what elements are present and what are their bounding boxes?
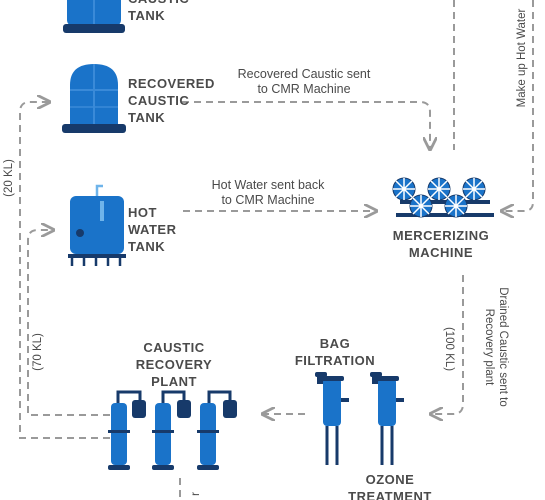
hot-water-volume-label: (70 KL) xyxy=(32,333,44,371)
drained-volume-label: (100 KL) xyxy=(443,326,455,372)
mercerizing-machine-icon xyxy=(392,177,494,218)
bag-filtration-label: BAG FILTRATION xyxy=(294,336,376,368)
caustic-recovery-plant-label: CAUSTIC RECOVERY PLANT xyxy=(135,340,213,389)
recovered-volume-label: (20 KL) xyxy=(3,159,15,197)
hot-water-tank-label: HOT WATER TANK xyxy=(128,205,177,254)
hot-water-back-label: Hot Water sent back to CMR Machine xyxy=(211,178,325,207)
recovery-to-recovered-tank-arrow xyxy=(19,102,110,439)
ozone-treatment-label: OZONE TREATMENT xyxy=(348,472,432,500)
recovered-to-cmr-label: Recovered Caustic sent to CMR Machine xyxy=(237,67,371,96)
bottom-partial-label: r xyxy=(190,492,202,496)
mercerizing-machine-label: MERCERIZING MACHINE xyxy=(392,228,490,260)
makeup-hot-water-arrow xyxy=(503,0,534,211)
bag-filtration-icon xyxy=(315,372,404,465)
recovery-to-hot-water-tank-arrow xyxy=(27,230,110,416)
drained-caustic-label: Drained Caustic sent to Recovery plant xyxy=(483,287,509,407)
caustic-tank-icon xyxy=(63,0,125,33)
makeup-hot-water-label: Make up Hot Water xyxy=(516,8,528,108)
caustic-tank-label: CAUSTIC TANK xyxy=(128,0,189,23)
drained-caustic-arrow xyxy=(432,275,464,414)
recovered-caustic-to-mercerizer-arrow xyxy=(182,101,430,148)
hot-water-tank-icon xyxy=(68,184,126,266)
recovered-caustic-tank-label: RECOVERED CAUSTIC TANK xyxy=(128,76,215,125)
caustic-recovery-plant-icon xyxy=(108,390,237,470)
recovered-caustic-tank-icon xyxy=(62,64,126,133)
